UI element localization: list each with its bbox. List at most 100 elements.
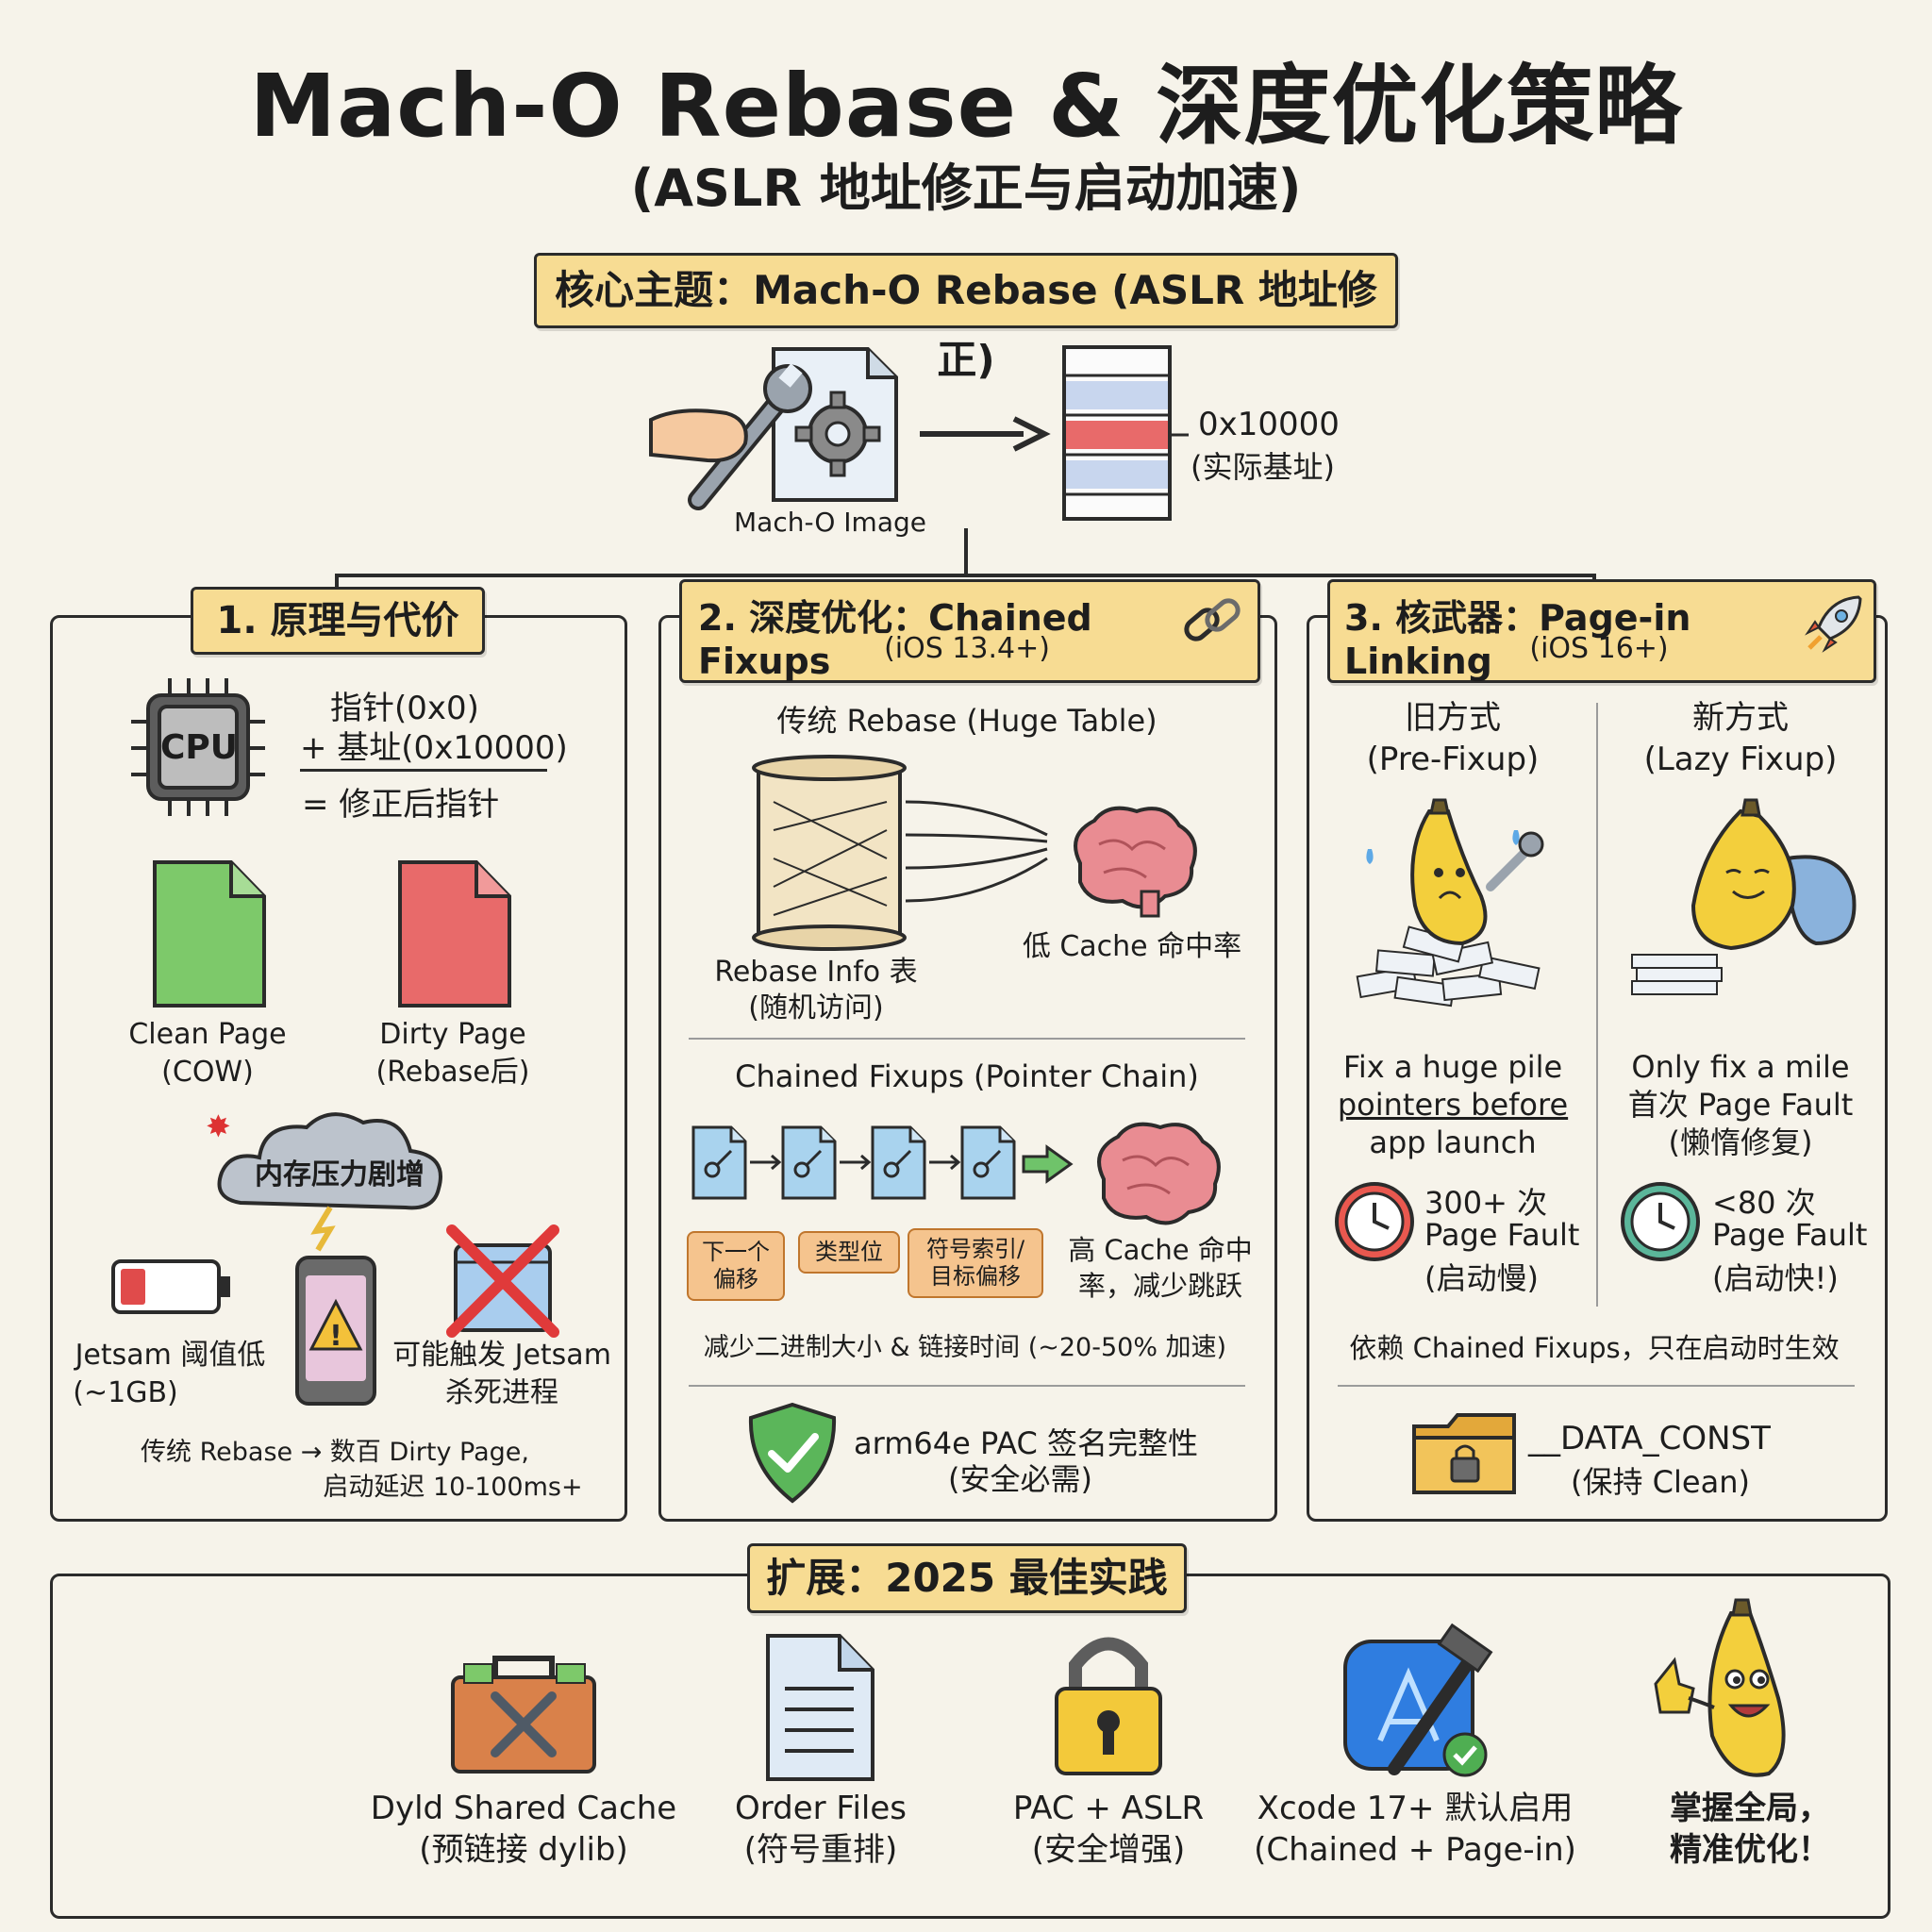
old-desc3: app launch [1369, 1124, 1537, 1160]
battery-low-icon [111, 1259, 230, 1314]
new-desc3: (懒惰修复) [1668, 1124, 1813, 1160]
panel1-title: 1. 原理与代价 [191, 587, 485, 655]
best-item-4-line1: 掌握全局， [1670, 1790, 1830, 1827]
rebase-table-line1: Rebase Info 表 [714, 956, 918, 989]
panel3-title-box [1327, 579, 1876, 683]
old-way-line1: 旧方式 [1405, 699, 1501, 737]
best-item-0-line2: (预链接 dylib) [419, 1831, 628, 1869]
panel3-version: (iOS 16+) [1529, 632, 1669, 665]
pac-line2: (安全必需) [948, 1461, 1092, 1497]
clean-page-line2: (COW) [161, 1056, 254, 1089]
hand-icon [649, 408, 748, 463]
cpu-icon [131, 678, 265, 816]
scroll-table-icon [752, 755, 907, 951]
panel3-divider-vertical [1596, 703, 1598, 1307]
mach-o-image-label: Mach-O Image [734, 507, 926, 538]
chained-title: Chained Fixups (Pointer Chain) [735, 1058, 1199, 1094]
best-item-3-line1: Xcode 17+ 默认启用 [1257, 1790, 1574, 1827]
formula-line2: + 基址(0x10000) [300, 729, 568, 767]
document-list-icon [766, 1634, 874, 1781]
new-count2: Page Fault [1712, 1217, 1868, 1253]
locked-folder-icon [1412, 1413, 1516, 1494]
high-cache-label: 高 Cache 命中 率，减少跳跃 [1068, 1234, 1253, 1302]
tree-bar [335, 574, 1594, 577]
brain-icon-low [1074, 806, 1197, 918]
page-title: Mach-O Rebase & 深度优化策略 [249, 56, 1683, 157]
cpu-label: CPU [160, 728, 239, 767]
svg-text:!: ! [329, 1320, 342, 1353]
clock-slow-icon [1335, 1182, 1414, 1261]
random-access-arrows [905, 800, 1048, 903]
shield-check-icon [748, 1402, 837, 1504]
storm-cloud-icon [217, 1112, 442, 1252]
padlock-icon [1055, 1637, 1162, 1775]
dirty-page-line1: Dirty Page [379, 1018, 526, 1051]
data-const-line1: __DATA_CONST [1528, 1420, 1771, 1457]
brain-icon-high [1097, 1122, 1221, 1225]
chain-link-icon [1184, 598, 1241, 641]
pointer-chain [691, 1125, 1074, 1200]
tree-stem [964, 528, 968, 575]
gear-icon [794, 391, 881, 477]
clean-page-line1: Clean Page [128, 1018, 287, 1051]
panel2-title: 2. 深度优化：Chained Fixups [698, 597, 1092, 682]
cloud-text: 内存压力剧增 [255, 1158, 425, 1191]
new-way-line2: (Lazy Fixup) [1643, 741, 1838, 778]
formula-line1: 指针(0x0) [330, 690, 479, 727]
kill-line1: 可能触发 Jetsam [392, 1339, 611, 1372]
panel2-divider1 [689, 1038, 1245, 1040]
relaxed-banana-icon [1631, 798, 1857, 995]
old-count1: 300+ 次 [1424, 1185, 1548, 1221]
panel-best-practices [50, 1574, 1890, 1919]
note-next-offset: 下一个 偏移 [687, 1231, 785, 1301]
panel1-bottom-line1: 传统 Rebase → 数百 Dirty Page, [141, 1438, 529, 1467]
old-desc2: pointers before [1337, 1087, 1569, 1123]
thumbs-up-banana-icon [1654, 1598, 1786, 1777]
core-illustration [649, 347, 898, 510]
anger-icon: ✸ [206, 1108, 231, 1144]
best-item-1-line2: (符号重排) [743, 1831, 898, 1869]
note-type-bits: 类型位 [798, 1231, 900, 1274]
panel2-version: (iOS 13.4+) [884, 632, 1050, 665]
best-item-4-line2: 精准优化！ [1670, 1831, 1830, 1869]
clean-page-icon [153, 860, 266, 1008]
stressed-banana-icon [1356, 798, 1544, 1008]
arrow-right-icon [920, 416, 1051, 452]
low-cache-label: 低 Cache 命中率 [1022, 930, 1242, 963]
base-address-value: 0x10000 [1198, 406, 1340, 443]
old-count2: Page Fault [1424, 1217, 1580, 1253]
memory-stack [1062, 345, 1189, 521]
old-count3: (启动慢) [1424, 1260, 1539, 1296]
jetsam-line2: (~1GB) [73, 1376, 178, 1409]
panel3-title: 3. 核武器：Page-in Linking [1344, 597, 1691, 682]
rocket-icon [1805, 595, 1862, 653]
traditional-title: 传统 Rebase (Huge Table) [776, 703, 1158, 739]
jetsam-line1: Jetsam 阈值低 [75, 1339, 266, 1372]
best-item-2-line1: PAC + ASLR [1012, 1790, 1205, 1827]
bottom-title: 扩展：2025 最佳实践 [747, 1543, 1187, 1613]
xcode-icon [1343, 1623, 1493, 1777]
new-count3: (启动快!) [1712, 1260, 1839, 1296]
clock-fast-icon [1621, 1182, 1700, 1261]
best-item-0-line1: Dyld Shared Cache [370, 1790, 677, 1827]
new-desc1: Only fix a mile [1631, 1049, 1850, 1085]
best-item-1-line1: Order Files [734, 1790, 908, 1827]
core-topic-tag: 核心主题：Mach-O Rebase (ASLR 地址修正) [534, 253, 1398, 383]
kill-process-icon [446, 1224, 559, 1338]
note-symbol-index: 符号索引/ 目标偏移 [908, 1228, 1043, 1298]
panel2-divider2 [689, 1385, 1245, 1387]
formula-rule [300, 769, 547, 772]
old-desc1: Fix a huge pile [1342, 1049, 1563, 1085]
dirty-page-line2: (Rebase后) [375, 1056, 530, 1089]
dirty-page-icon [398, 860, 511, 1008]
best-item-3-line2: (Chained + Page-in) [1254, 1831, 1576, 1869]
panel2-summary: 减少二进制大小 & 链接时间 (~20-50% 加速) [703, 1333, 1227, 1362]
formula-result: = 修正后指针 [302, 786, 500, 824]
page-subtitle: (ASLR 地址修正与启动加速) [630, 158, 1302, 218]
new-count1: <80 次 [1712, 1185, 1816, 1221]
data-const-line2: (保持 Clean) [1571, 1464, 1750, 1500]
new-way-line1: 新方式 [1692, 699, 1789, 737]
new-desc2: 首次 Page Fault [1627, 1087, 1854, 1123]
best-item-2-line2: (安全增强) [1031, 1831, 1186, 1869]
pac-line1: arm64e PAC 签名完整性 [854, 1425, 1199, 1461]
